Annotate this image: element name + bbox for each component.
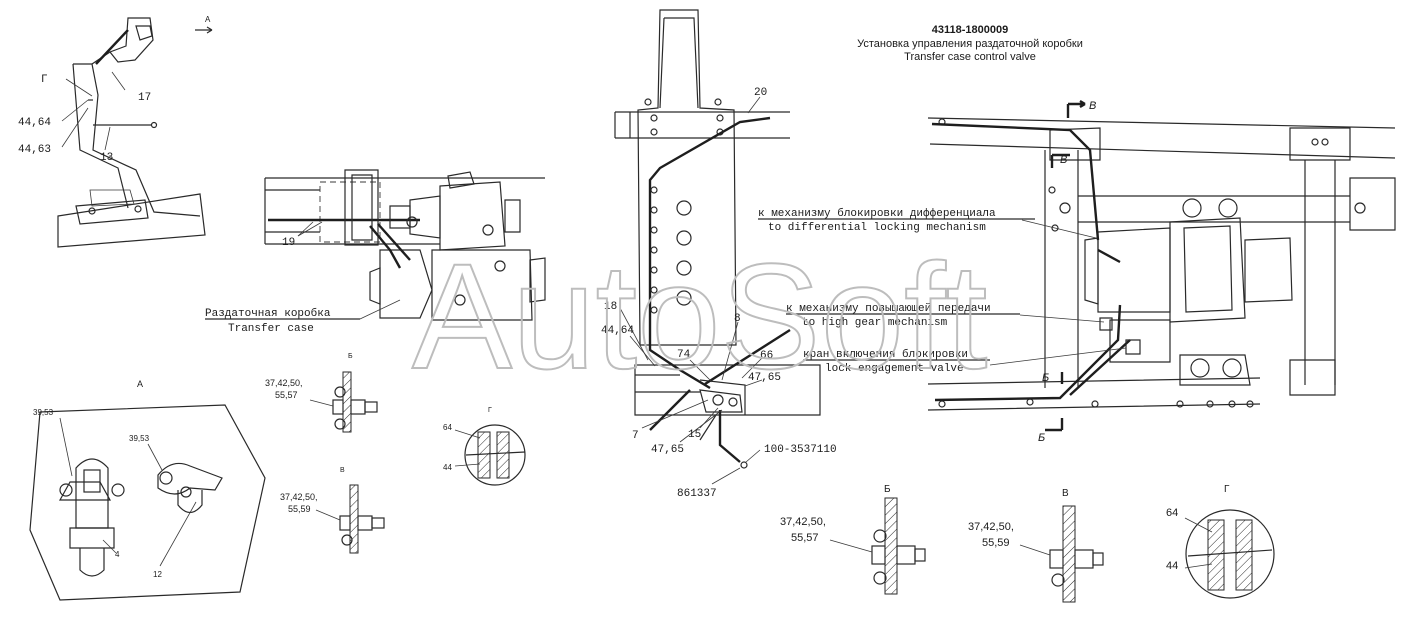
callout-8: 8	[734, 313, 741, 325]
large-detail-g	[1184, 509, 1275, 599]
detail-a	[29, 404, 266, 601]
view-a-marker: А	[205, 15, 211, 24]
small-b-line1: 37,42,50,	[265, 378, 303, 388]
watermark: AutoSoft	[412, 232, 987, 400]
small-detail-v	[315, 484, 385, 554]
callout-44-64-top: 44,64	[18, 117, 51, 129]
callout-44-64-mid: 44,64	[601, 325, 634, 337]
callout-4: 4	[115, 550, 120, 559]
frame-side-view	[264, 169, 546, 321]
small-g-title: Г	[488, 407, 492, 414]
lock-valve-label-ru: кран включения блокировки	[803, 348, 968, 361]
detail-a-title: А	[137, 379, 143, 389]
small-v-line1: 37,42,50,	[280, 492, 318, 502]
large-detail-v	[1019, 505, 1104, 603]
frame-plan-view	[927, 99, 1396, 432]
callout-100-3537110: 100-3537110	[764, 444, 837, 456]
lock-valve-label-en: lock engagement valve	[825, 363, 964, 375]
small-v-title: В	[340, 467, 345, 474]
small-b-title: Б	[348, 353, 353, 360]
part-number: 43118-1800009	[932, 24, 1008, 36]
callout-74: 74	[677, 349, 691, 361]
section-v-marker-bot: В	[1060, 154, 1067, 166]
callout-12: 12	[153, 570, 162, 579]
callout-39-53-a: 39,53	[33, 408, 54, 417]
callout-19: 19	[282, 237, 295, 249]
section-v-marker-top: В	[1089, 100, 1096, 112]
section-b-marker-left: Б	[1042, 372, 1049, 384]
large-v-line2: 55,59	[982, 537, 1010, 549]
small-g-64: 64	[443, 423, 452, 432]
callout-7: 7	[632, 430, 639, 442]
callout-861337: 861337	[677, 488, 717, 500]
small-g-44: 44	[443, 463, 452, 472]
section-b-marker-bot: Б	[1038, 432, 1045, 444]
large-g-title: Г	[1224, 484, 1230, 495]
small-detail-g	[454, 424, 526, 486]
high-gear-label-ru: к механизму повышающей передачи	[786, 303, 991, 315]
large-b-line2: 55,57	[791, 532, 819, 544]
title-ru: Установка управления раздаточной коробки	[857, 38, 1083, 50]
title-en: Transfer case control valve	[904, 51, 1036, 63]
transfer-case-ru: Раздаточная коробка	[205, 307, 331, 320]
callout-13: 13	[100, 152, 113, 164]
large-b-title: Б	[884, 484, 891, 495]
large-v-line1: 37,42,50,	[968, 521, 1014, 533]
bracket-side-view	[57, 17, 206, 248]
large-detail-b	[829, 497, 926, 595]
diff-label-en: to differential locking mechanism	[768, 222, 986, 234]
callout-39-53-b: 39,53	[129, 434, 150, 443]
callout-g: Г	[41, 74, 48, 86]
high-gear-label-en: to high gear mechanism	[802, 317, 948, 329]
callout-66: 66	[760, 350, 773, 362]
callout-20: 20	[754, 87, 767, 99]
large-g-44: 44	[1166, 560, 1178, 572]
callout-47-65-a: 47,65	[748, 372, 781, 384]
small-v-line2: 55,59	[288, 504, 311, 514]
callout-44-63: 44,63	[18, 144, 51, 156]
large-g-64: 64	[1166, 507, 1178, 519]
transfer-case-en: Transfer case	[228, 323, 314, 335]
callout-17: 17	[138, 92, 151, 104]
frame-top-view	[614, 9, 821, 485]
callout-15: 15	[688, 429, 701, 441]
callout-47-65-b: 47,65	[651, 444, 684, 456]
small-detail-b	[309, 371, 378, 433]
large-b-line1: 37,42,50,	[780, 516, 826, 528]
callout-18: 18	[604, 301, 617, 313]
large-v-title: В	[1062, 488, 1069, 499]
diff-label-ru: к механизму блокировки дифференциала	[758, 207, 996, 220]
small-b-line2: 55,57	[275, 390, 298, 400]
